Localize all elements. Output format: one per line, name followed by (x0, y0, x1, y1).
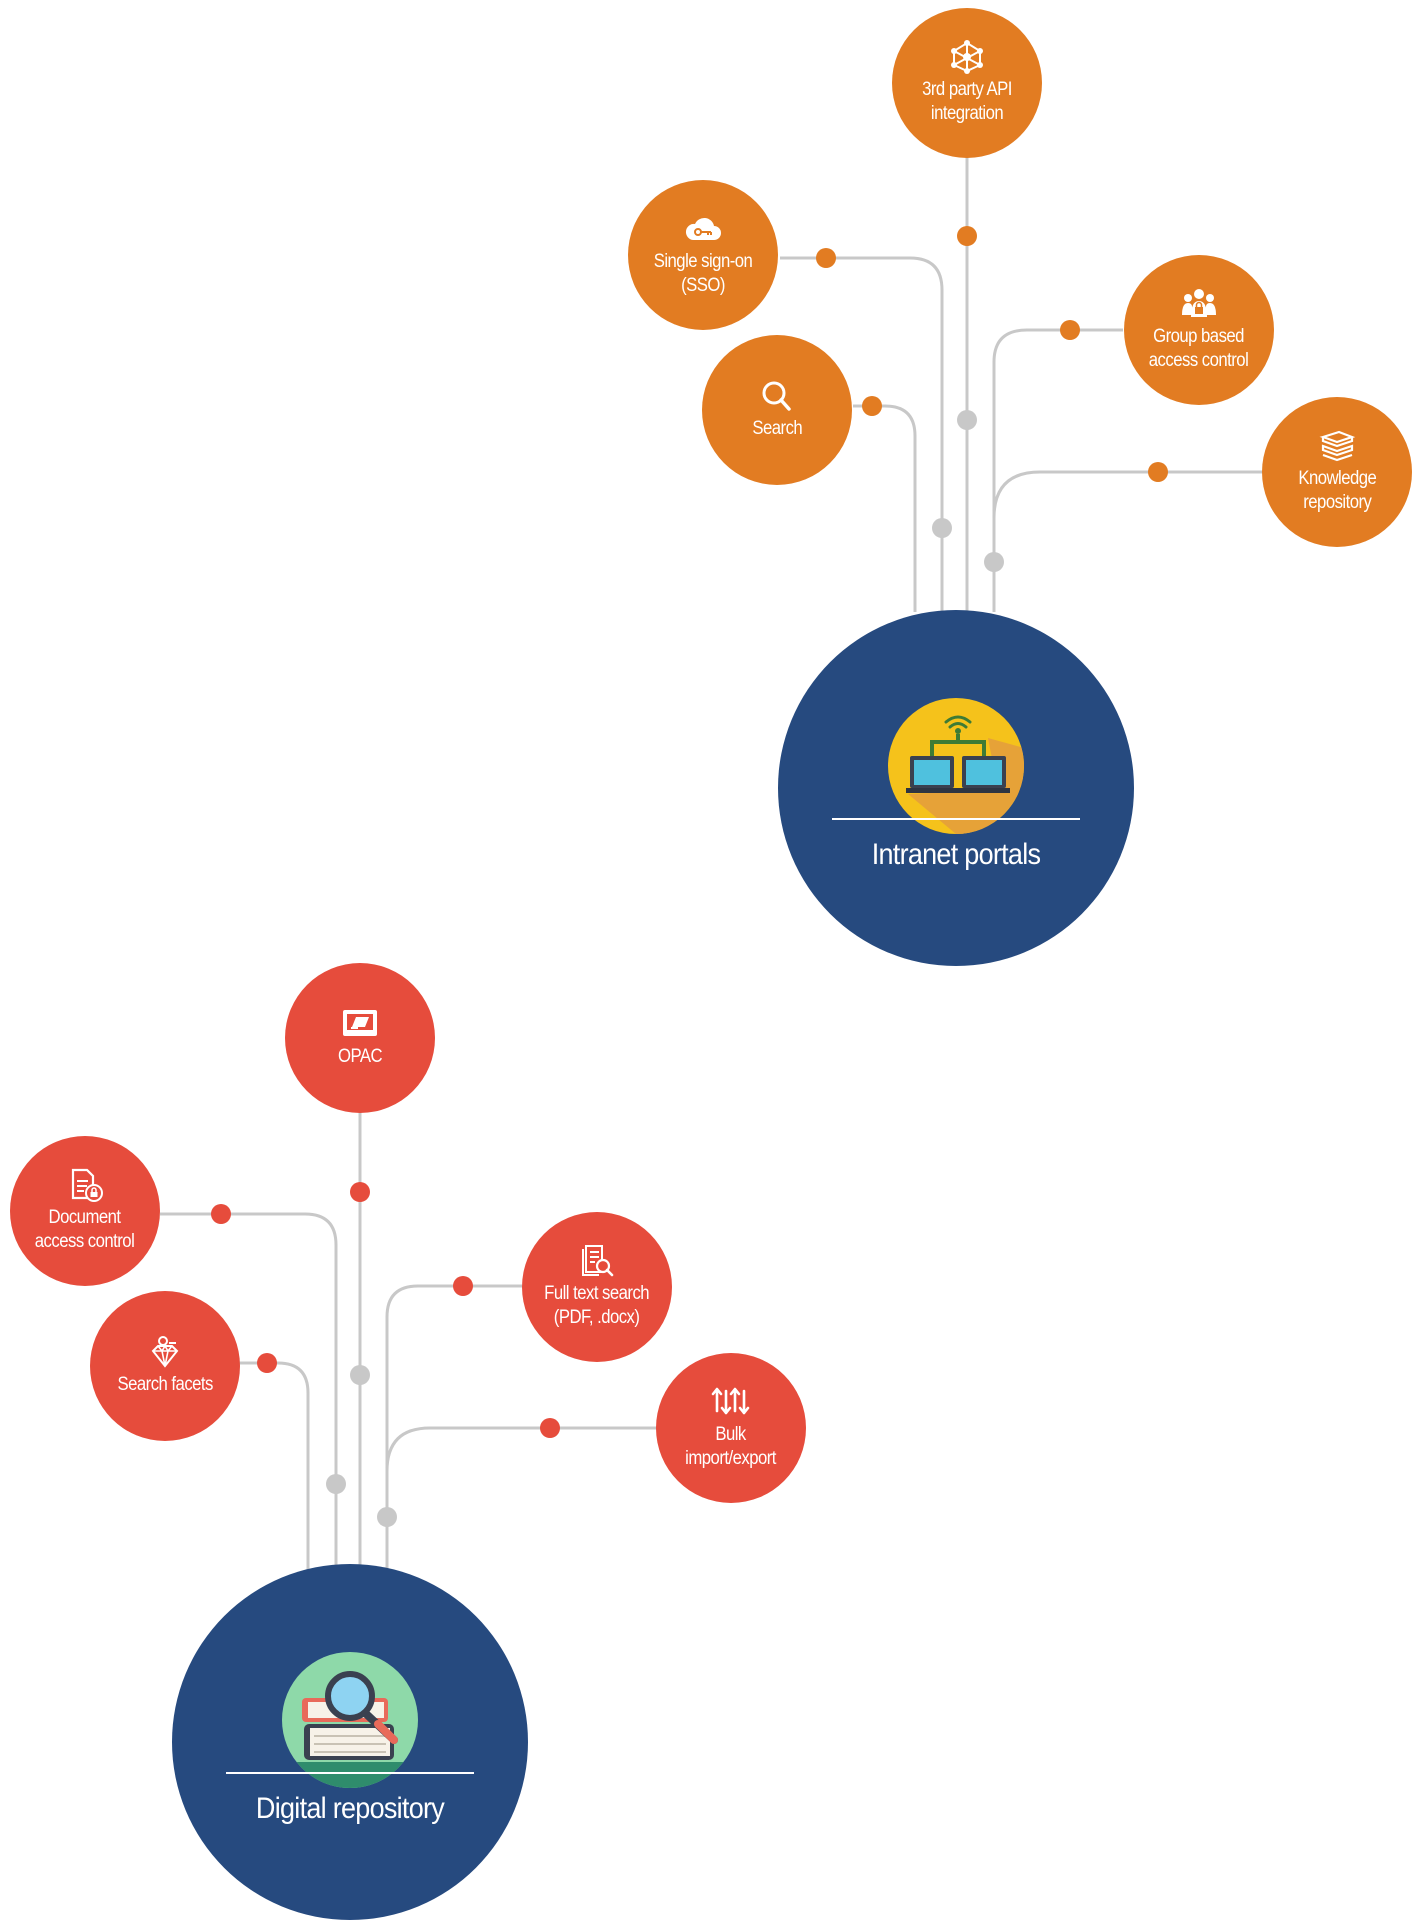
catalog-terminal-icon (343, 1010, 377, 1036)
node-label: Search (752, 418, 802, 439)
import-export-arrows-icon (711, 1387, 750, 1415)
node-single-sign-on: Single sign-on (SSO) (628, 180, 778, 330)
hub-digital-repository: Digital repository (172, 1564, 528, 1920)
node-label: Single sign-on (SSO) (653, 251, 753, 296)
books-magnifier-icon (282, 1671, 418, 1788)
node-knowledge-repository: Knowledge repository (1262, 397, 1412, 547)
laptops-wifi-icon (906, 715, 1024, 834)
document-lock-icon (71, 1168, 103, 1202)
hub-divider (832, 818, 1080, 820)
document-search-icon (582, 1245, 614, 1277)
gem-user-icon (151, 1336, 179, 1368)
node-bulk-import-export: Bulk import/export (656, 1353, 806, 1503)
node-label: Bulk import/export (685, 1424, 777, 1469)
hub-divider (226, 1772, 474, 1774)
node-3rd-party-api: 3rd party API integration (892, 8, 1042, 158)
node-full-text-search: Full text search (PDF, .docx) (522, 1212, 672, 1362)
node-label: 3rd party API integration (922, 79, 1012, 124)
books-icon (1319, 430, 1356, 462)
hub-title: Digital repository (255, 1792, 445, 1825)
repository-books-emblem (282, 1652, 418, 1788)
node-opac: OPAC (285, 963, 435, 1113)
node-label: Search facets (117, 1374, 213, 1395)
hub-intranet-portals: Intranet portals (778, 610, 1134, 966)
hub-title: Intranet portals (871, 838, 1041, 871)
intranet-network-emblem (888, 698, 1024, 834)
group-lock-icon (1182, 289, 1216, 317)
node-label: Knowledge repository (1298, 468, 1377, 513)
node-search-facets: Search facets (90, 1291, 240, 1441)
node-search: Search (702, 335, 852, 485)
node-label: Document access control (35, 1207, 135, 1252)
search-icon (762, 381, 791, 411)
node-label: OPAC (337, 1046, 383, 1067)
node-document-access-control: Document access control (10, 1136, 160, 1286)
cloud-key-icon (685, 217, 721, 240)
node-group-access-control: Group based access control (1124, 255, 1274, 405)
network-icon (951, 40, 983, 74)
node-label: Full text search (PDF, .docx) (544, 1283, 650, 1328)
node-label: Group based access control (1149, 326, 1249, 371)
